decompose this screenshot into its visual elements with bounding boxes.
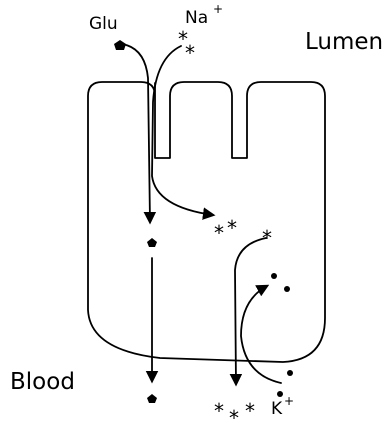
sodium-cell-ion-2: * bbox=[227, 216, 237, 240]
sodium-blood-ion-2: * bbox=[229, 406, 239, 423]
potassium-cell-ion-2 bbox=[284, 286, 290, 292]
k-label: K bbox=[271, 399, 283, 419]
sodium-blood-ion-1: * bbox=[214, 399, 224, 423]
glucose-lumen-icon bbox=[114, 40, 126, 50]
sodium-entry-path bbox=[152, 46, 213, 215]
na-charge-label: + bbox=[213, 2, 223, 16]
glucose-path bbox=[122, 44, 150, 222]
sodium-cell-ion-1: * bbox=[214, 221, 224, 245]
k-charge-label: + bbox=[284, 394, 294, 408]
cell-membrane bbox=[88, 82, 325, 362]
glucose-cell-icon bbox=[147, 238, 157, 247]
potassium-cell-ion-1 bbox=[271, 273, 277, 279]
potassium-blood-ion-1 bbox=[287, 370, 293, 376]
potassium-pump-path bbox=[241, 286, 281, 383]
lumen-label: Lumen bbox=[305, 29, 383, 55]
blood-label: Blood bbox=[10, 369, 75, 395]
sodium-lumen-ion-2: * bbox=[185, 41, 195, 65]
na-label: Na bbox=[185, 8, 208, 28]
glucose-blood-icon bbox=[147, 394, 157, 403]
glu-label: Glu bbox=[89, 14, 118, 34]
sodium-blood-ion-3: * bbox=[245, 399, 255, 423]
potassium-blood-ion-2 bbox=[277, 391, 283, 397]
